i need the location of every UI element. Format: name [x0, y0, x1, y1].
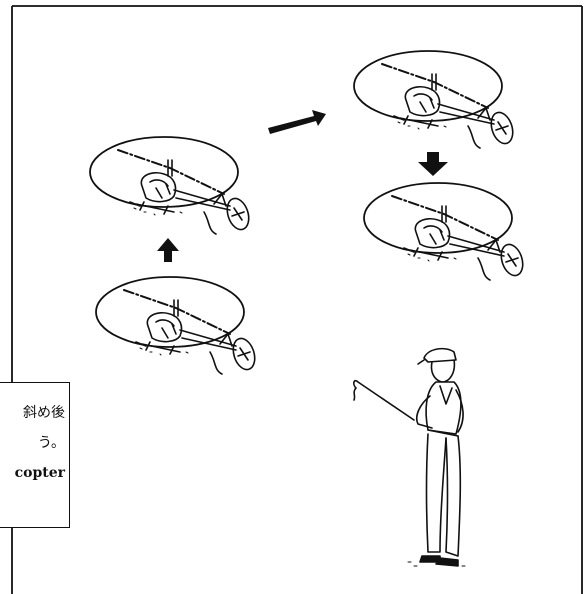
caption-line-1: 斜め後 [23, 405, 65, 421]
caption-line-3: copter [15, 465, 65, 481]
down-arrow-icon [418, 152, 448, 176]
pilot-figure [354, 349, 465, 566]
helicopter-top-left [90, 137, 252, 234]
helicopter-mid-right [364, 183, 526, 280]
up-arrow-icon [157, 238, 179, 262]
diagonal-arrow-icon [268, 110, 326, 134]
caption-box: 斜め後 う。 copter [0, 382, 70, 528]
caption-line-2: う。 [38, 435, 65, 451]
helicopter-top-right [354, 51, 516, 148]
helicopter-bottom-left [96, 277, 258, 374]
